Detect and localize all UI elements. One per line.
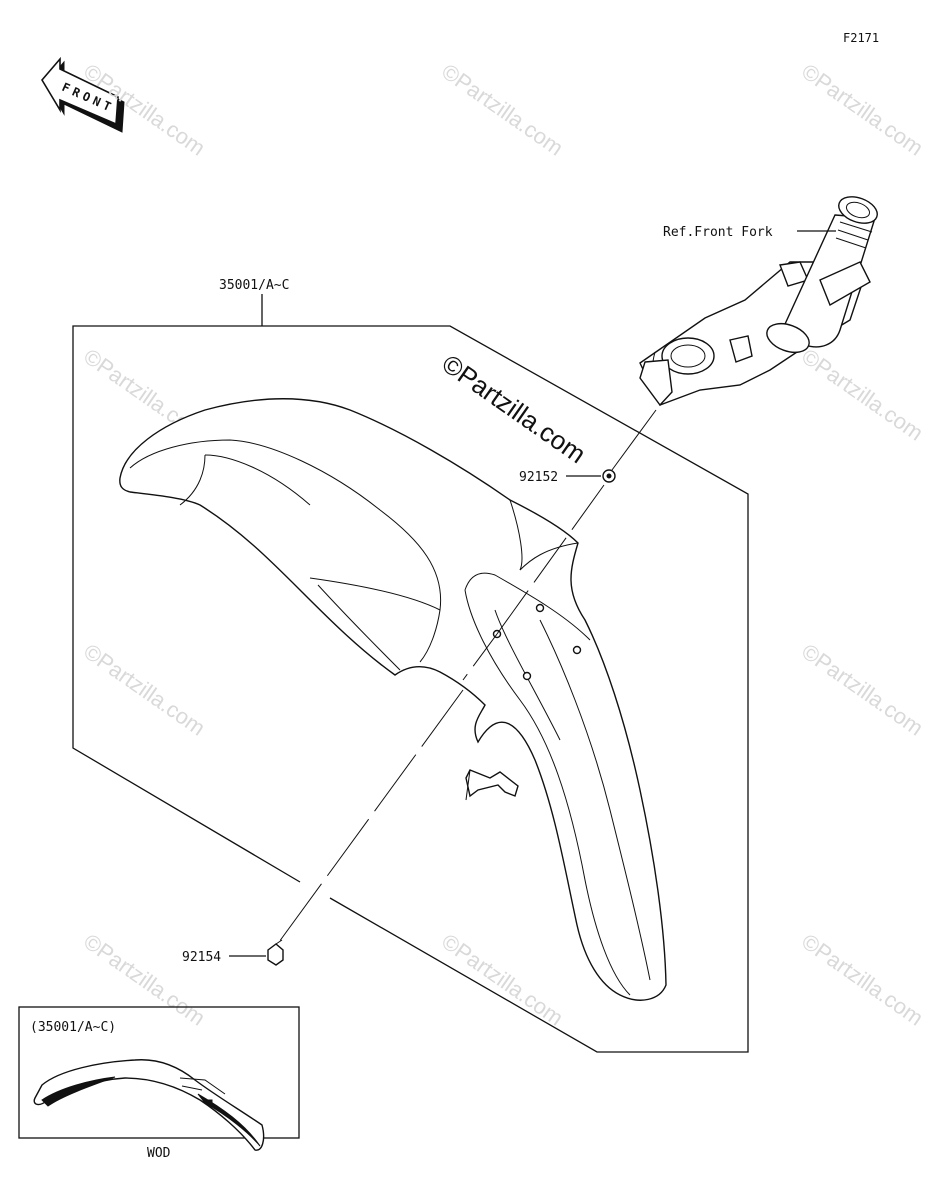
assembly-group-outline <box>72 325 749 1053</box>
watermark: ©Partzilla.com <box>79 639 210 741</box>
bolt-92154-icon[interactable] <box>267 939 284 966</box>
watermark: ©Partzilla.com <box>797 639 928 741</box>
bolt-92152-icon[interactable] <box>602 469 616 483</box>
bolt-92152-part-number[interactable]: 92152 <box>519 470 558 485</box>
fender-part-number[interactable]: 35001/A~C <box>219 278 289 293</box>
watermark: ©Partzilla.com <box>797 344 928 446</box>
front-fork-clamp-drawing <box>639 196 878 407</box>
watermark: ©Partzilla.com <box>797 929 928 1031</box>
bolt-92154-part-number[interactable]: 92154 <box>182 950 221 965</box>
watermark: ©Partzilla.com <box>79 929 210 1031</box>
partzilla-watermark: ©Partzilla.com <box>437 348 592 469</box>
installation-lines <box>278 409 657 943</box>
diagram-code: F2171 <box>843 31 879 45</box>
watermark: ©Partzilla.com <box>437 59 568 161</box>
variant-inset-title: (35001/A~C) <box>30 1020 116 1035</box>
variant-inset-caption: WOD <box>147 1146 171 1161</box>
fender-variant-drawing <box>33 1059 265 1151</box>
front-fender-drawing <box>119 398 667 1001</box>
watermark: ©Partzilla.com <box>797 59 928 161</box>
watermark: ©Partzilla.com <box>437 929 568 1031</box>
variant-inset-box <box>18 1006 300 1139</box>
front-fork-reference-label[interactable]: Ref.Front Fork <box>663 225 773 240</box>
